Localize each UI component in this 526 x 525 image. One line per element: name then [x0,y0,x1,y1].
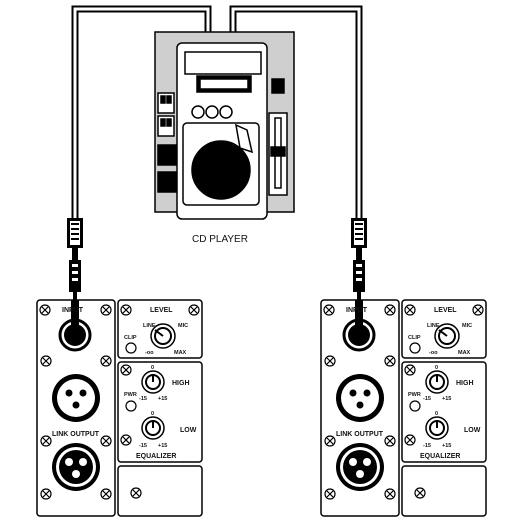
link-output-label-left: LINK OUTPUT [52,431,100,438]
screw-icon [323,304,484,500]
cable-right [229,5,363,222]
equalizer-label-right: EQUALIZER [420,453,460,460]
high-zero-label-right: 0 [435,365,438,371]
high-knob-right [425,370,449,394]
level-max-label-right: MAX [458,350,471,356]
xlr-input-left [52,374,100,422]
high-plus-label-right: +15 [442,396,451,402]
cd-player [154,31,295,220]
high-minus-label-right: -15 [423,396,431,402]
level-line-label-left: LINE [143,323,156,329]
cable-left [71,5,212,222]
cd-button-2 [205,105,219,119]
level-label-right: LEVEL [434,307,457,314]
input-label-left: INPUT [62,307,84,314]
level-label-left: LEVEL [150,307,173,314]
level-mic-label-left: MIC [178,323,188,329]
link-output-label-right: LINK OUTPUT [336,431,384,438]
cd-player-label: CD PLAYER [192,234,248,245]
level-mic-label-right: MIC [462,323,472,329]
low-knob-left [141,416,165,440]
xlr-input-right [336,374,384,422]
screw-icon [39,304,200,500]
level-min-label-left: -oo [145,350,154,356]
low-knob-right [425,416,449,440]
pwr-led-left [125,400,137,412]
low-zero-label-right: 0 [435,411,438,417]
clip-label-right: CLIP [408,335,421,341]
cd-button-3 [219,105,233,119]
jog-wheel [191,140,251,200]
cd-button-1 [191,105,205,119]
level-max-label-left: MAX [174,350,187,356]
low-zero-label-left: 0 [151,411,154,417]
pwr-label-right: PWR [408,392,421,398]
high-label-right: HIGH [456,380,474,387]
pwr-label-left: PWR [124,392,137,398]
plug-left [67,218,83,310]
low-minus-label-right: -15 [423,443,431,449]
xlr-link-output-left [52,443,100,491]
pwr-led-right [409,400,421,412]
equalizer-label-left: EQUALIZER [136,453,176,460]
input-jack-left [58,300,92,352]
input-jack-right [342,300,376,352]
clip-led-left [125,342,137,354]
low-minus-label-left: -15 [139,443,147,449]
low-plus-label-left: +15 [158,443,167,449]
high-knob-left [141,370,165,394]
high-plus-label-left: +15 [158,396,167,402]
high-label-left: HIGH [172,380,190,387]
xlr-link-output-right [336,443,384,491]
level-min-label-right: -oo [429,350,438,356]
level-knob-right [434,323,460,349]
level-knob-left [150,323,176,349]
plug-right [351,218,367,310]
low-plus-label-right: +15 [442,443,451,449]
level-line-label-right: LINE [427,323,440,329]
input-label-right: INPUT [346,307,368,314]
low-label-left: LOW [180,427,197,434]
high-zero-label-left: 0 [151,365,154,371]
low-label-right: LOW [464,427,481,434]
clip-label-left: CLIP [124,335,137,341]
clip-led-right [409,342,421,354]
high-minus-label-left: -15 [139,396,147,402]
